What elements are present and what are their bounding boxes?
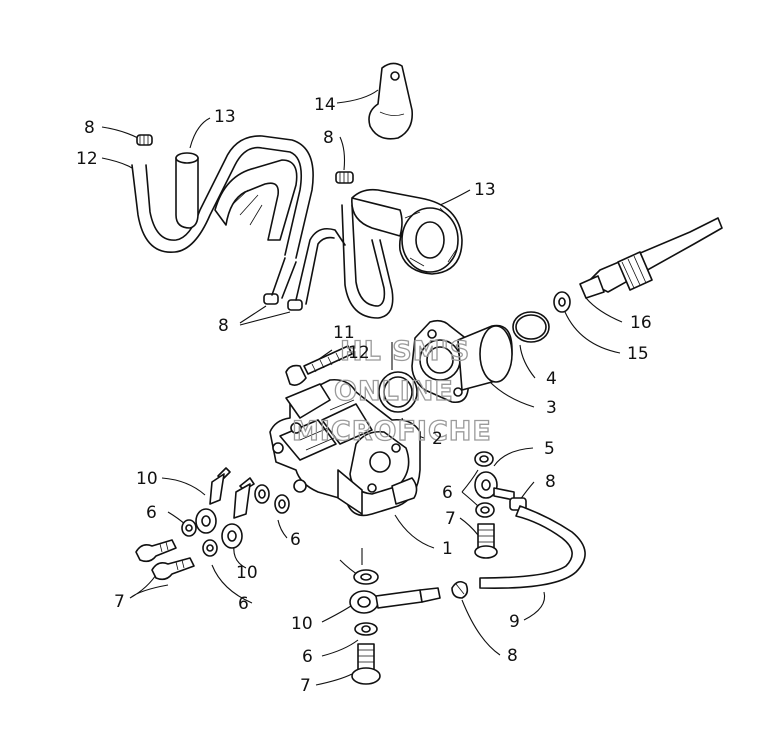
hose-clamp-top-left xyxy=(136,134,153,146)
callout-6: 6 xyxy=(290,530,301,550)
callout-12: 12 xyxy=(348,343,370,363)
o-ring-4 xyxy=(512,311,550,343)
hose-clamp-left-a xyxy=(263,293,279,305)
clip-bracket xyxy=(368,62,414,140)
callout-6: 6 xyxy=(442,483,453,503)
oil-hose-center xyxy=(295,188,463,319)
callout-10: 10 xyxy=(236,563,258,583)
callout-8: 8 xyxy=(545,472,556,492)
banjo-fitting-left-a xyxy=(195,467,231,534)
banjo-fitting-left-b xyxy=(221,477,255,549)
hose-clamp-lower-right xyxy=(451,580,469,599)
hose-clamp-top-center xyxy=(335,171,354,184)
callout-6: 6 xyxy=(238,594,249,614)
callout-10: 10 xyxy=(136,469,158,489)
callout-4: 4 xyxy=(546,369,557,389)
bolt-7-lower xyxy=(351,643,381,685)
callout-16: 16 xyxy=(630,313,652,333)
callout-14: 14 xyxy=(314,95,336,115)
callout-1: 1 xyxy=(442,539,453,559)
callout-13: 13 xyxy=(474,180,496,200)
bolts-7-left xyxy=(135,539,195,581)
washer-15 xyxy=(553,291,571,313)
callout-2: 2 xyxy=(432,429,443,449)
callout-7: 7 xyxy=(114,592,125,612)
callout-8: 8 xyxy=(84,118,95,138)
oil-hose-left xyxy=(131,135,314,299)
callout-7: 7 xyxy=(300,676,311,696)
watermark-line-1: HL SM'S xyxy=(340,336,470,367)
pump-cover-3 xyxy=(411,319,513,404)
drive-shaft xyxy=(579,217,723,299)
callout-15: 15 xyxy=(627,344,649,364)
hose-clamp-left-b xyxy=(287,299,303,311)
callout-7: 7 xyxy=(445,509,456,529)
callout-6: 6 xyxy=(146,503,157,523)
oil-pump-body xyxy=(269,378,421,517)
bolt-7-right xyxy=(474,523,498,559)
callout-6: 6 xyxy=(302,647,313,667)
washer-6-right-bottom xyxy=(475,502,495,518)
callout-13: 13 xyxy=(214,107,236,127)
callout-8: 8 xyxy=(507,646,518,666)
oil-hose-9 xyxy=(479,505,586,589)
callout-9: 9 xyxy=(509,612,520,632)
watermark: HL SM'S ONLINE MICROFICHE xyxy=(291,335,492,447)
screw-11 xyxy=(285,345,353,386)
callout-labels: 14 8 13 12 8 13 8 11 12 16 15 4 3 2 5 6 … xyxy=(76,95,652,696)
o-ring-2 xyxy=(378,371,418,413)
callout-8: 8 xyxy=(323,128,334,148)
washers-left xyxy=(181,484,290,557)
washer-6-lower xyxy=(354,622,378,636)
callout-10: 10 xyxy=(291,614,313,634)
watermark-line-2: ONLINE xyxy=(334,376,454,407)
watermark-line-3: MICROFICHE xyxy=(292,416,492,447)
callout-11: 11 xyxy=(333,323,355,343)
washer-6-right-top xyxy=(474,451,494,467)
callout-12: 12 xyxy=(76,149,98,169)
banjo-fitting-5 xyxy=(474,471,515,501)
callout-3: 3 xyxy=(546,398,557,418)
callout-8: 8 xyxy=(218,316,229,336)
callout-5: 5 xyxy=(544,439,555,459)
washer-6-mid xyxy=(353,569,379,585)
banjo-fitting-lower xyxy=(349,587,441,614)
